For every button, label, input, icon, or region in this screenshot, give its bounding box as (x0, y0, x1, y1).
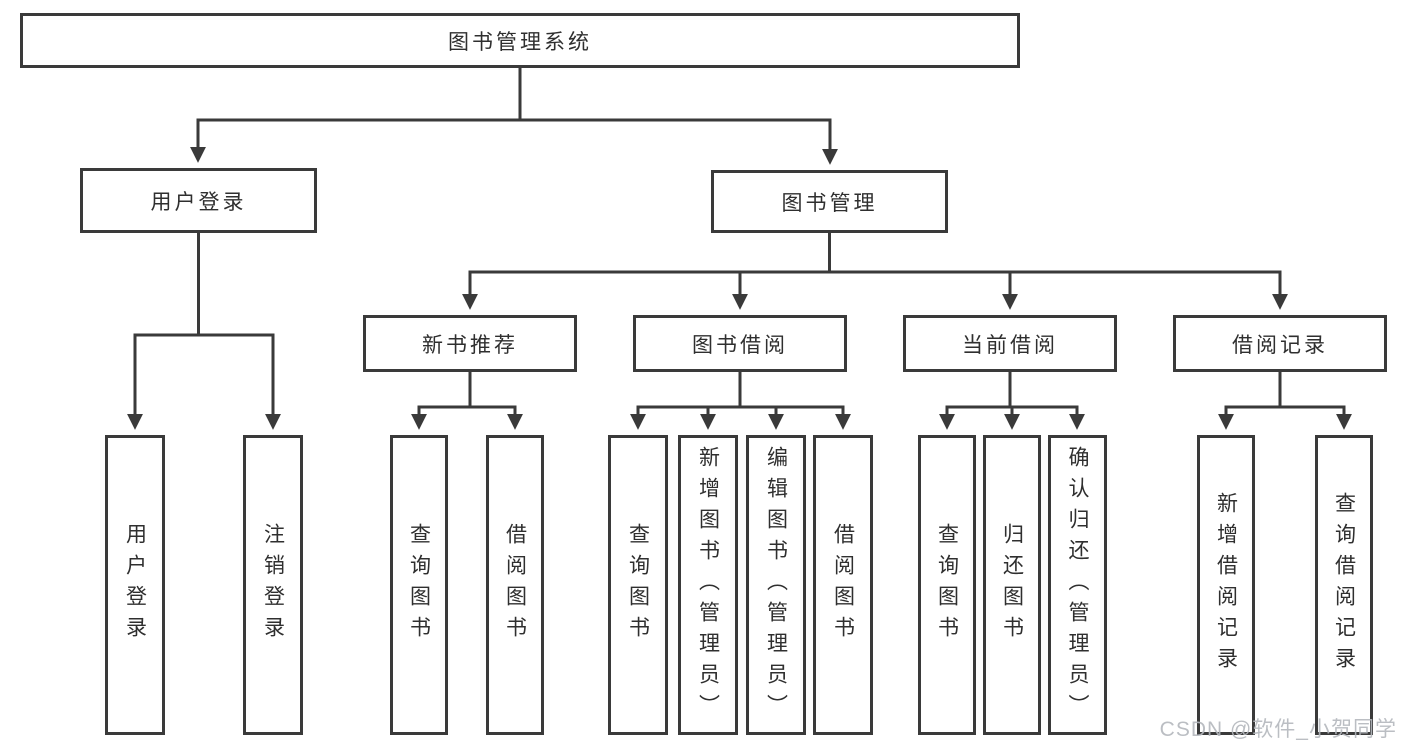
leaf-query-borrow-record-label: 查询借阅记录 (1332, 492, 1356, 678)
leaf-return-books: 归还图书 (983, 435, 1041, 735)
node-borrow-records-label: 借阅记录 (1232, 333, 1328, 357)
node-user-login: 用户登录 (80, 168, 317, 233)
leaf-borrow-books-label: 借阅图书 (831, 523, 855, 647)
leaf-query-borrow-record: 查询借阅记录 (1315, 435, 1373, 735)
leaf-add-books-admin: 新增图书（管理员） (678, 435, 738, 735)
leaf-add-borrow-record-label: 新增借阅记录 (1214, 492, 1238, 678)
csdn-watermark: CSDN @软件_小贺同学 (1159, 718, 1397, 741)
node-borrow-records: 借阅记录 (1173, 315, 1387, 372)
leaf-borrow-query-books: 查询图书 (608, 435, 668, 735)
leaf-logout-label: 注销登录 (261, 523, 285, 647)
leaf-user-login-label: 用户登录 (123, 523, 147, 647)
node-book-borrow: 图书借阅 (633, 315, 847, 372)
node-new-book-recommend: 新书推荐 (363, 315, 577, 372)
leaf-recommend-borrow-books-label: 借阅图书 (503, 523, 527, 647)
leaf-edit-books-admin-label: 编辑图书（管理员） (764, 445, 788, 725)
node-current-borrow-label: 当前借阅 (962, 333, 1058, 357)
node-new-book-recommend-label: 新书推荐 (422, 333, 518, 357)
leaf-recommend-borrow-books: 借阅图书 (486, 435, 544, 735)
leaf-borrow-query-books-label: 查询图书 (626, 523, 650, 647)
leaf-current-query-books: 查询图书 (918, 435, 976, 735)
node-book-borrow-label: 图书借阅 (692, 333, 788, 357)
node-current-borrow: 当前借阅 (903, 315, 1117, 372)
node-book-management: 图书管理 (711, 170, 948, 233)
leaf-edit-books-admin: 编辑图书（管理员） (746, 435, 806, 735)
leaf-user-login: 用户登录 (105, 435, 165, 735)
node-book-management-label: 图书管理 (781, 191, 878, 215)
leaf-recommend-query-books: 查询图书 (390, 435, 448, 735)
leaf-add-books-admin-label: 新增图书（管理员） (696, 445, 720, 725)
node-root-library-system: 图书管理系统 (20, 13, 1020, 68)
leaf-logout: 注销登录 (243, 435, 303, 735)
leaf-return-books-label: 归还图书 (1000, 523, 1024, 647)
node-user-login-label: 用户登录 (150, 190, 247, 214)
leaf-recommend-query-books-label: 查询图书 (407, 523, 431, 647)
leaf-add-borrow-record: 新增借阅记录 (1197, 435, 1255, 735)
leaf-current-query-books-label: 查询图书 (935, 523, 959, 647)
leaf-borrow-books: 借阅图书 (813, 435, 873, 735)
node-root-label: 图书管理系统 (448, 30, 592, 54)
leaf-confirm-return-admin: 确认归还（管理员） (1048, 435, 1107, 735)
leaf-confirm-return-admin-label: 确认归还（管理员） (1066, 445, 1089, 725)
